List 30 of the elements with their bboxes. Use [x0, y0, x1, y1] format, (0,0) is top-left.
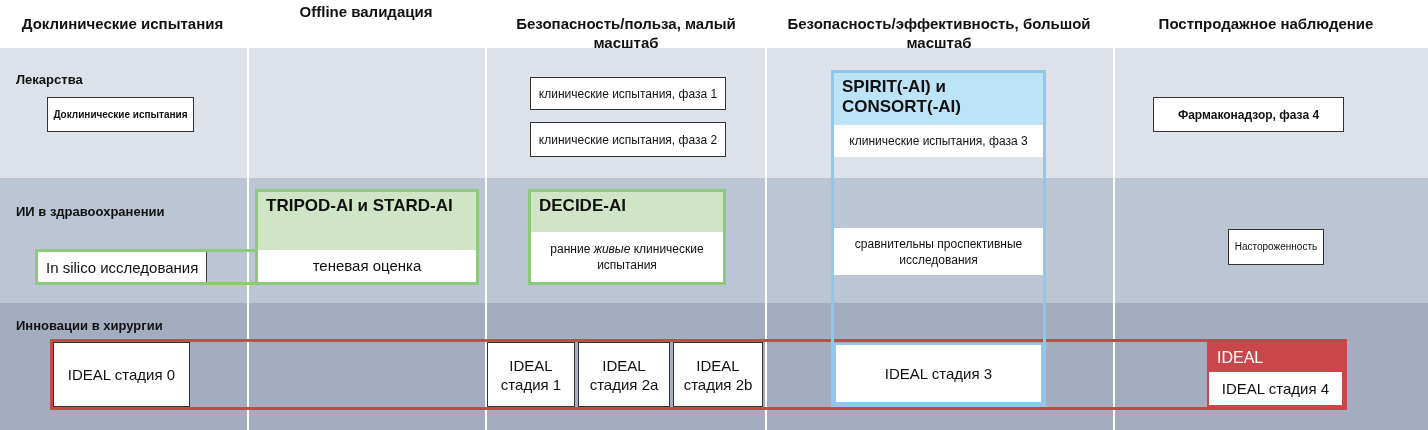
stage-box: сравнительны проспективные исследования: [834, 228, 1043, 275]
stage-box: IDEAL стадия 0: [53, 342, 190, 407]
column-header: Доклинические испытания: [20, 14, 225, 33]
column-header: Offline валидация: [298, 2, 434, 21]
stage-box: IDEAL стадия 3: [834, 343, 1043, 404]
column-header: Безопасность/польза, малый масштаб: [515, 14, 737, 52]
row-label: Лекарства: [16, 72, 84, 87]
stage-box: Доклинические испытания: [47, 97, 194, 132]
framework-title: IDEAL: [1209, 344, 1342, 372]
column-header: Безопасность/эффективность, большой масштаб: [786, 14, 1092, 52]
stage-box: Фармаконадзор, фаза 4: [1153, 97, 1344, 132]
stage-box: In silico исследования: [35, 249, 257, 285]
framework-box: [1207, 342, 1344, 407]
row-label: ИИ в здравоохранении: [16, 204, 166, 219]
framework-box: [528, 189, 726, 285]
framework-title: DECIDE-AI: [531, 192, 723, 232]
stage-box: IDEAL стадия 2b: [673, 342, 763, 407]
stage-box: клинические испытания, фаза 3: [834, 125, 1043, 157]
stage-box: IDEAL стадия 4: [1209, 372, 1342, 405]
stage-box: Настороженность: [1228, 229, 1324, 265]
framework-title: SPIRIT(-AI) и CONSORT(-AI): [834, 73, 1043, 125]
column-header: Постпродажное наблюдение: [1157, 14, 1375, 33]
row-label: Инновации в хирургии: [16, 318, 164, 333]
stage-box: IDEAL стадия 1: [487, 342, 575, 407]
framework-title: TRIPOD-AI и STARD-AI: [258, 192, 476, 250]
stage-box: IDEAL стадия 2a: [578, 342, 670, 407]
framework-box: [255, 189, 479, 285]
framework-box: [50, 339, 1347, 410]
stage-box: клинические испытания, фаза 1: [530, 77, 726, 110]
stage-box: клинические испытания, фаза 2: [530, 122, 726, 157]
